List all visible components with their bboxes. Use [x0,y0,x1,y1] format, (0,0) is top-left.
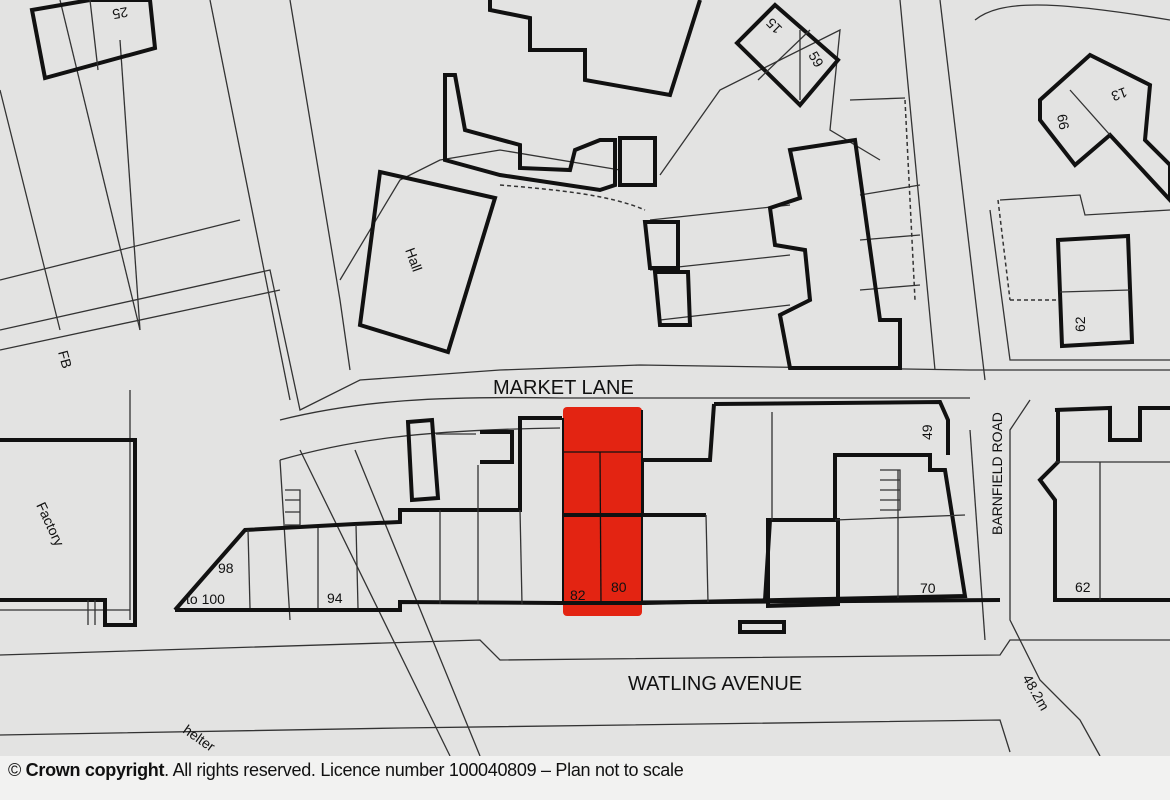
highlighted-site-80-82[interactable] [558,407,646,616]
house-number-25: 25 [111,4,129,22]
house-number-82: 82 [570,587,586,603]
house-number-to-100: to 100 [186,591,225,607]
label-fb: FB [55,349,75,370]
dashed-boundaries [499,99,1060,301]
house-number-66: 66 [1054,113,1072,131]
road-label-watling-avenue: WATLING AVENUE [628,673,802,695]
house-number-49: 49 [919,424,935,440]
buildings [0,0,1170,634]
house-number-13: 13 [1109,84,1129,104]
house-number-98: 98 [218,560,234,576]
house-number-80: 80 [611,579,627,595]
copyright-symbol: © [8,760,21,780]
label-shelter: helter [180,721,218,754]
copyright-owner: Crown copyright [25,760,165,780]
road-label-market-lane: MARKET LANE [493,377,634,399]
label-spot-height: 48.2m [1019,672,1052,714]
label-hall: Hall [402,246,425,274]
map-labels: MARKET LANE WATLING AVENUE BARNFIELD ROA… [33,4,1129,755]
house-number-62-bottom: 62 [1075,579,1091,595]
road-outlines [0,0,1170,757]
road-label-barnfield-road: BARNFIELD ROAD [989,412,1005,535]
house-number-94: 94 [327,590,343,606]
house-number-59: 59 [805,49,827,71]
site-highlight[interactable] [563,407,642,616]
house-number-62-top: 62 [1072,316,1088,332]
house-number-70: 70 [920,580,936,596]
copyright-text: . All rights reserved. Licence number 10… [164,760,684,780]
house-number-15: 15 [763,15,785,37]
copyright-notice: © Crown copyright. All rights reserved. … [8,760,684,781]
copyright-footer: © Crown copyright. All rights reserved. … [0,756,1170,800]
label-factory: Factory [33,500,67,549]
